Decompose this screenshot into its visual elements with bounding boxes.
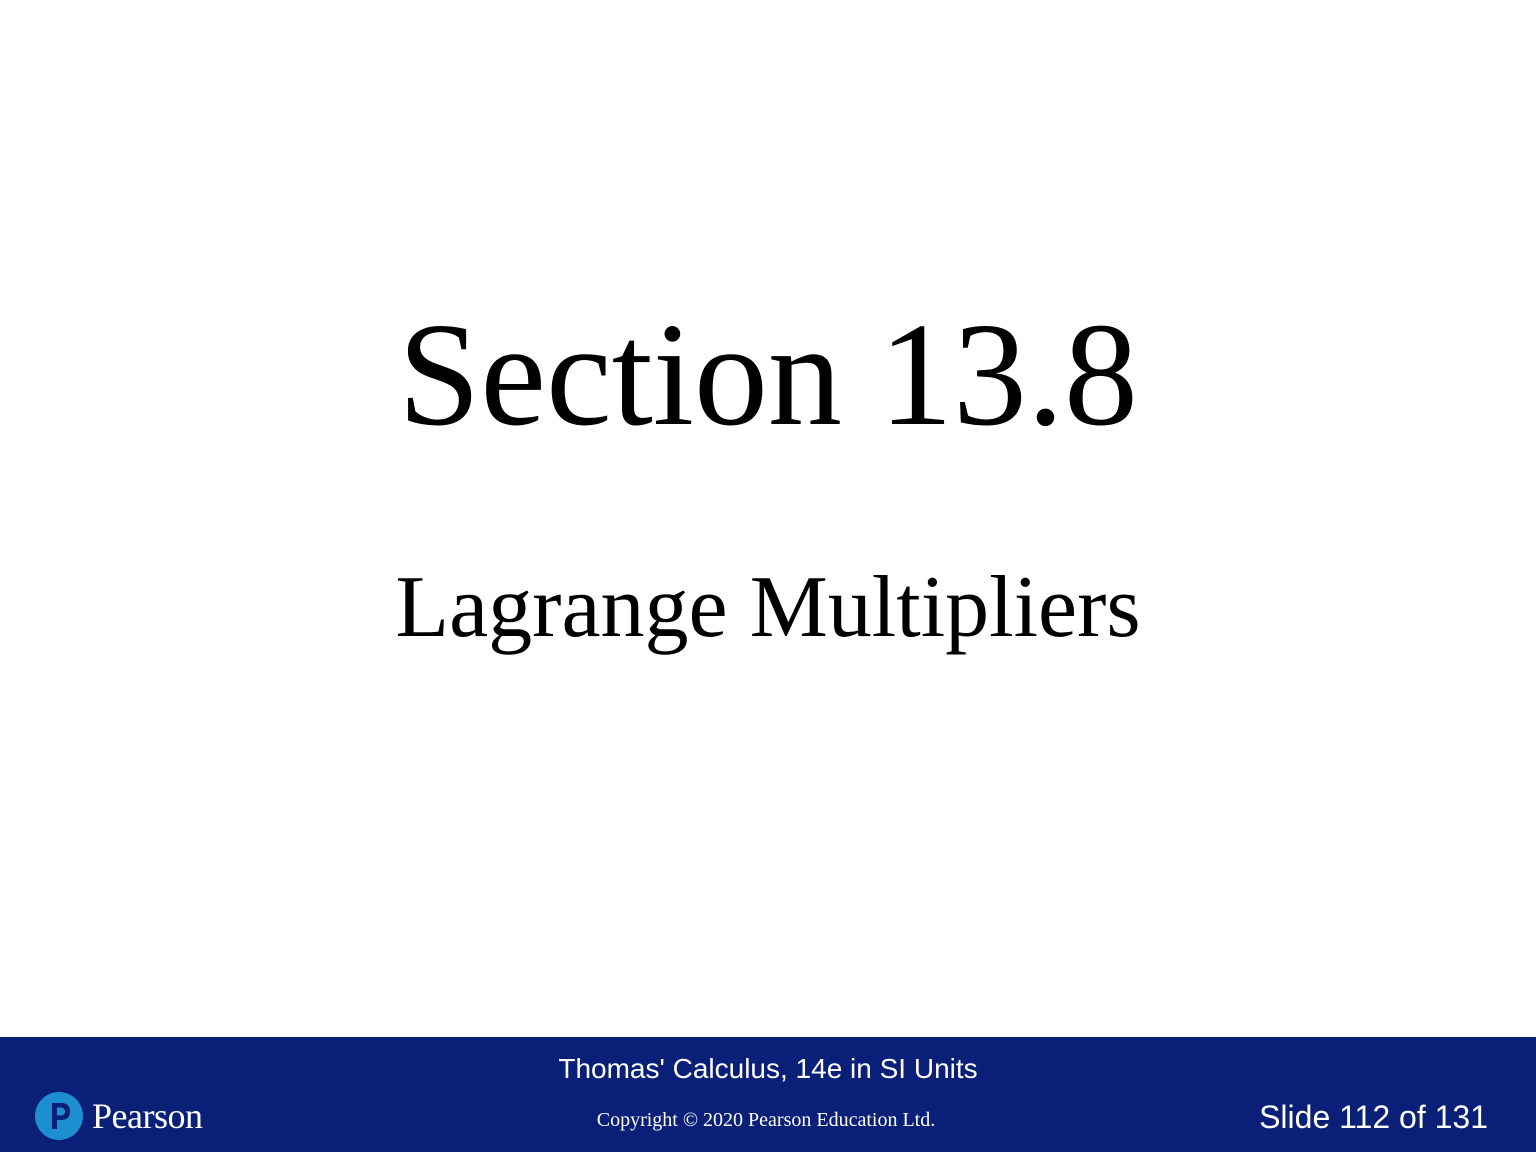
pearson-p-icon [35, 1092, 83, 1140]
section-title: Section 13.8 [398, 293, 1138, 457]
section-subtitle: Lagrange Multipliers [395, 559, 1141, 656]
copyright-notice: Copyright © 2020 Pearson Education Ltd. [596, 1109, 936, 1131]
footer-bar: Thomas' Calculus, 14e in SI Units Copyri… [0, 1037, 1536, 1152]
slide-counter: Slide 112 of 131 [1259, 1099, 1488, 1135]
book-title: Thomas' Calculus, 14e in SI Units [558, 1053, 978, 1084]
pearson-logo: Pearson [34, 1090, 203, 1142]
pearson-wordmark: Pearson [92, 1096, 203, 1136]
